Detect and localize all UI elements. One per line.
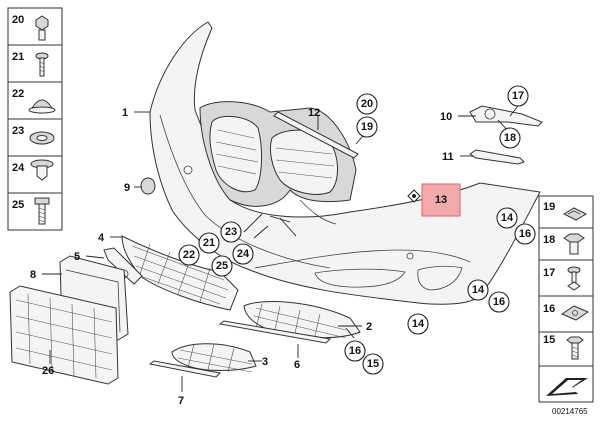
callout-24: 24: [237, 248, 250, 260]
fog-grille-part-2: [243, 301, 361, 341]
callout-9: 9: [124, 182, 130, 194]
callout-3: 3: [262, 356, 268, 368]
expanding-rivet-icon: [563, 233, 585, 255]
fog-grille-part-3: [171, 343, 257, 373]
right-item-number-16: 16: [543, 303, 555, 315]
left-item-number-21: 21: [12, 51, 24, 63]
washer-ring-icon: [29, 131, 55, 145]
left-item-number-23: 23: [12, 125, 24, 137]
callout-2: 2: [366, 321, 372, 333]
right-item-number-18: 18: [543, 234, 555, 246]
screw-icon: [35, 52, 49, 77]
grommet-icon: [30, 159, 54, 181]
right-item-number-19: 19: [543, 201, 555, 213]
callout-16b: 16: [493, 296, 505, 308]
callout-18: 18: [504, 132, 516, 144]
bracket-part-11: [469, 149, 525, 165]
left-item-number-20: 20: [12, 14, 24, 26]
callout-22: 22: [183, 249, 195, 261]
callout-1: 1: [122, 107, 128, 119]
trim-strip-part-12: [273, 111, 359, 159]
callout-5: 5: [74, 251, 80, 263]
callout-14b: 14: [472, 284, 485, 296]
hex-bolt-icon: [34, 197, 50, 225]
rubber-cap-icon: [28, 99, 56, 114]
bracket-part-10: [469, 105, 543, 127]
expanding-nut-icon: [35, 15, 49, 41]
callout-11: 11: [442, 151, 454, 163]
callouts: 1 2 3 4 5 6 7 8 9 10 11 12 13 26 20 19 1…: [30, 85, 536, 407]
callout-15: 15: [367, 358, 379, 370]
callout-21: 21: [203, 237, 215, 249]
callout-10: 10: [440, 111, 452, 123]
callout-19: 19: [361, 121, 373, 133]
left-item-number-22: 22: [12, 88, 24, 100]
left-fastener-panel: 20 21 22 23 24 25: [7, 7, 63, 231]
trim-strip-part-6: [218, 320, 332, 344]
callout-26: 26: [42, 365, 54, 377]
bolt-icon: [566, 336, 584, 360]
callout-8: 8: [30, 269, 36, 281]
callout-16c: 16: [349, 345, 361, 357]
callout-12: 12: [308, 107, 320, 119]
trim-strip-part-7: [148, 360, 222, 378]
callout-14a: 14: [501, 212, 514, 224]
callout-13: 13: [435, 194, 447, 206]
right-fastener-panel: 19 18 17 16 15 00: [538, 195, 594, 416]
callout-7: 7: [178, 395, 184, 407]
highlighted-part-13: [407, 183, 461, 217]
page-arrow-icon: [546, 378, 588, 396]
callout-23: 23: [225, 226, 237, 238]
document-id: 00214765: [552, 407, 588, 416]
right-item-number-15a: 15: [543, 334, 555, 346]
callout-20: 20: [361, 98, 373, 110]
callout-4: 4: [98, 232, 105, 244]
left-item-number-25: 25: [12, 199, 24, 211]
callout-16a: 16: [519, 228, 531, 240]
right-item-number-17: 17: [543, 267, 555, 279]
plastic-rivet-icon: [567, 266, 581, 291]
license-frame-part-26: [9, 285, 119, 385]
lower-grille-part-4: [121, 235, 239, 311]
callout-25: 25: [216, 260, 228, 272]
spring-nut-icon: [560, 305, 590, 321]
callout-6: 6: [294, 359, 300, 371]
callout-17: 17: [512, 90, 524, 102]
plug-part-9: [140, 177, 156, 195]
clip-nut-icon: [562, 207, 588, 221]
callout-14c: 14: [412, 318, 425, 330]
kidney-grille-part: [199, 101, 357, 207]
left-item-number-24: 24: [12, 162, 25, 174]
